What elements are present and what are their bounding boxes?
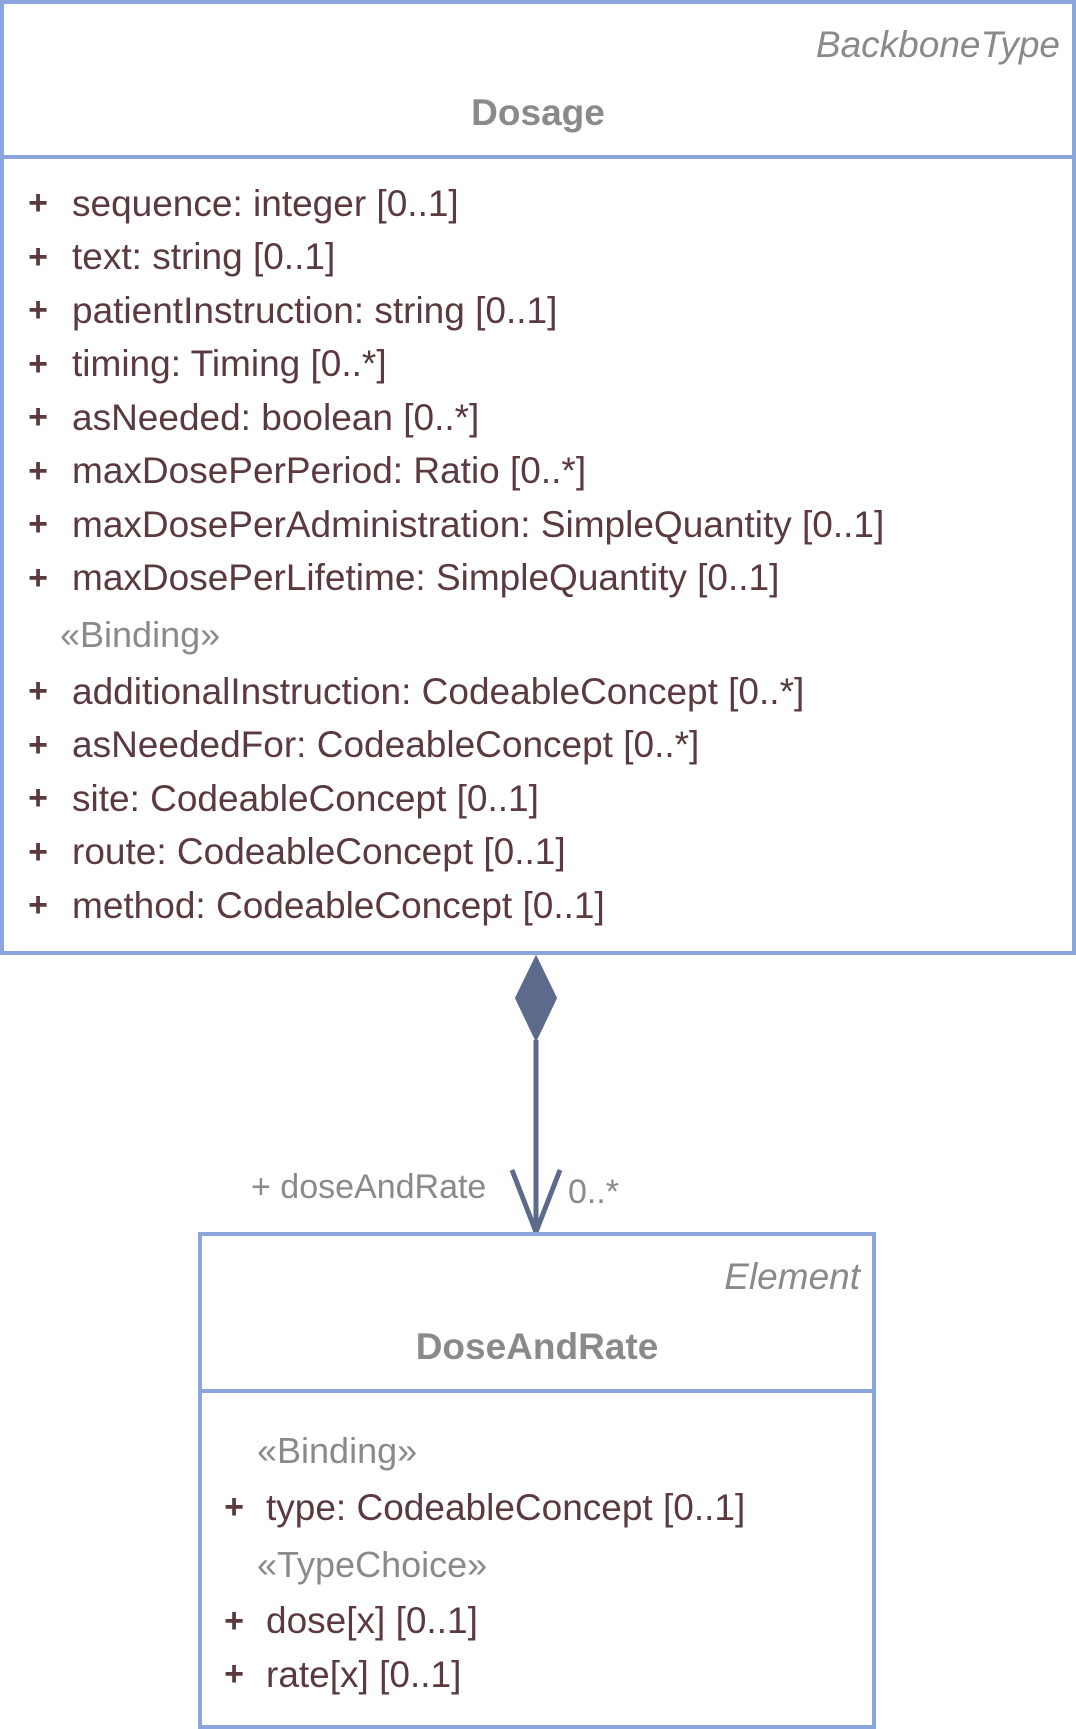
attribute-text: maxDosePerPeriod: Ratio [0..*] [72,450,587,492]
visibility-marker: + [224,1655,244,1694]
dosage-class-box: BackboneType Dosage + sequence: integer [… [0,0,1076,955]
doseandrate-class-header: Element DoseAndRate [202,1236,872,1393]
attribute-text: maxDosePerAdministration: SimpleQuantity… [72,503,885,545]
attribute-text: patientInstruction: string [0..1] [72,289,558,331]
attribute-row: + asNeeded: boolean [0..*] [4,391,1072,445]
visibility-marker: + [28,886,48,925]
visibility-marker: + [28,291,48,330]
attribute-text: text: string [0..1] [72,236,336,278]
doseandrate-attributes: «Binding» +type: CodeableConcept [0..1] … [202,1393,872,1702]
dosage-class-header: BackboneType Dosage [4,4,1072,159]
binding-attribute-row: + type: CodeableConcept [0..1] [202,1481,872,1535]
binding-attribute-row: + additionalInstruction: CodeableConcept … [4,665,1072,719]
visibility-marker: + [28,398,48,437]
attribute-row: + maxDosePerAdministration: SimpleQuantit… [4,498,1072,552]
binding-attribute-row: + method: CodeableConcept [0..1] [4,879,1072,933]
doseandrate-stereotype: Element [724,1256,860,1297]
association-role-label: + doseAndRate [251,1168,487,1206]
attribute-text: rate[x] [0..1] [266,1653,462,1695]
attribute-row: + sequence: integer [0..1] [4,177,1072,231]
attribute-row: + maxDosePerLifetime: SimpleQuantity [0..… [4,552,1072,606]
binding-stereotype-label: «Binding» [257,1430,418,1471]
binding-stereotype-label: «Binding» [60,614,221,655]
visibility-marker: + [28,558,48,597]
association-multiplicity-label: 0..* [568,1173,620,1211]
visibility-marker: + [28,505,48,544]
dosage-class-name: Dosage [471,92,605,133]
dosage-attributes: + sequence: integer [0..1] + text: string … [4,159,1072,933]
attribute-text: timing: Timing [0..*] [72,343,387,385]
visibility-marker: + [28,184,48,223]
typechoice-attribute-row: + dose[x] [0..1] [202,1595,872,1649]
visibility-marker: + [28,672,48,711]
attribute-row: + patientInstruction: string [0..1] [4,284,1072,338]
typechoice-stereotype-label: «TypeChoice» [257,1543,488,1585]
binding-attribute-row: + route: CodeableConcept [0..1] [4,826,1072,880]
visibility-marker: + [28,344,48,383]
attribute-text: route: CodeableConcept [0..1] [72,831,566,873]
visibility-marker: + [224,1488,244,1527]
visibility-marker: + [28,832,48,871]
attribute-text: type: CodeableConcept [0..1] [266,1486,746,1528]
attribute-text: sequence: integer [0..1] [72,182,459,224]
attribute-row: + text: string [0..1] [4,231,1072,285]
attribute-text: maxDosePerLifetime: SimpleQuantity [0..1… [72,557,780,599]
visibility-marker: + [28,779,48,818]
visibility-marker: + [28,451,48,490]
binding-attribute-row: + asNeededFor: CodeableConcept [0..*] [4,719,1072,773]
attribute-text: asNeededFor: CodeableConcept [0..*] [72,724,700,766]
attribute-row: + maxDosePerPeriod: Ratio [0..*] [4,445,1072,499]
attribute-text: additionalInstruction: CodeableConcept [… [72,670,805,712]
visibility-marker: + [28,725,48,764]
composition-diamond-icon [514,954,558,1043]
typechoice-attribute-row: + rate[x] [0..1] [202,1648,872,1702]
visibility-marker: + [28,237,48,276]
doseandrate-class-name: DoseAndRate [415,1326,659,1367]
attribute-text: dose[x] [0..1] [266,1600,478,1642]
attribute-text: asNeeded: boolean [0..*] [72,396,480,438]
binding-attribute-row: + site: CodeableConcept [0..1] [4,772,1072,826]
attribute-text: method: CodeableConcept [0..1] [72,884,605,926]
attribute-row: + timing: Timing [0..*] [4,338,1072,392]
dosage-stereotype: BackboneType [815,24,1060,65]
visibility-marker: + [224,1601,244,1640]
doseandrate-class-box: Element DoseAndRate «Binding» + type: Cod… [198,1232,876,1729]
attribute-text: site: CodeableConcept [0..1] [72,777,539,819]
